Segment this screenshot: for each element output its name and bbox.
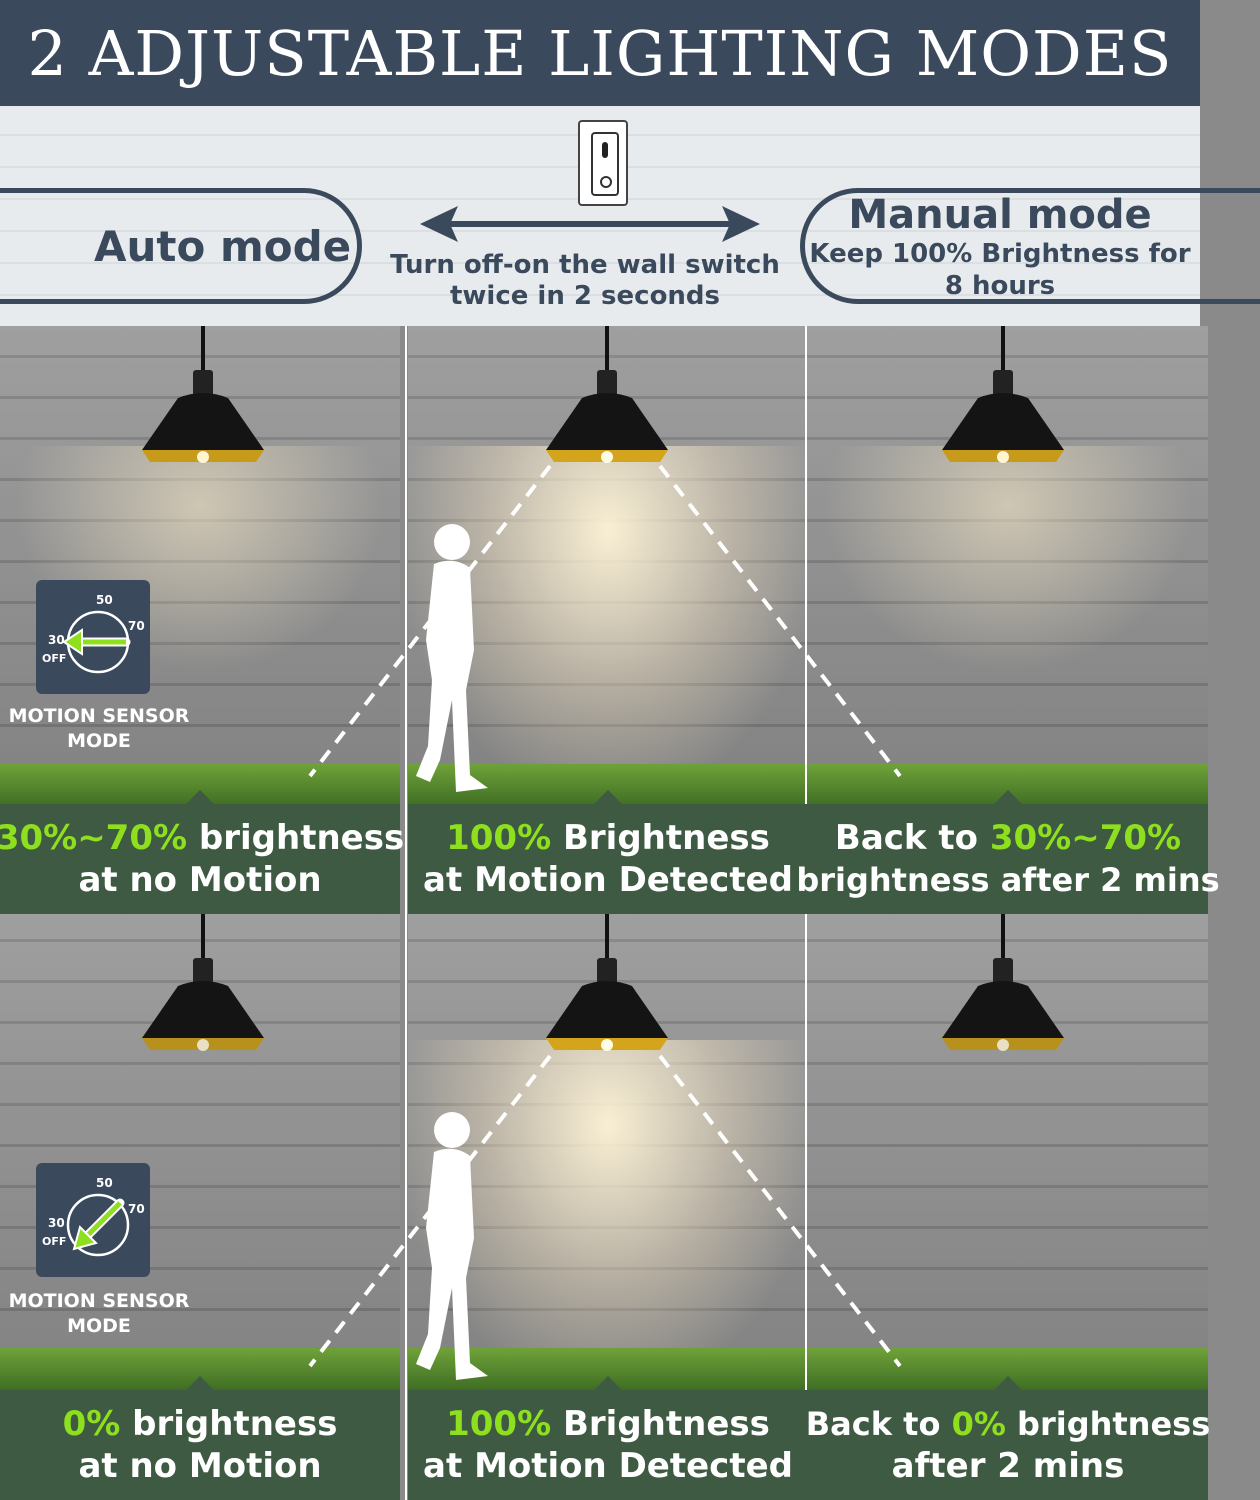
svg-text:OFF: OFF (42, 1235, 66, 1248)
barn-lamp-icon (546, 914, 668, 1051)
svg-text:70: 70 (128, 1202, 145, 1216)
caption-motion-top: 100% Brightness at Motion Detected (408, 790, 808, 914)
person-silhouette-icon (416, 524, 488, 792)
barn-lamp-icon (942, 326, 1064, 463)
switch-hint: Turn off-on the wall switch twice in 2 s… (390, 250, 780, 311)
caption-auto-idle-top: 30%~70% brightness at no Motion (0, 790, 404, 914)
svg-text:50: 50 (96, 593, 113, 607)
sensor-dial-bottom: 50 70 30 OFF (36, 1163, 150, 1277)
caption-motion-bottom: 100% Brightness at Motion Detected (408, 1376, 808, 1500)
barn-lamp-icon (546, 326, 668, 463)
caption-return-top: Back to 30%~70% brightness after 2 mins (796, 790, 1220, 914)
auto-mode-pill (0, 188, 362, 304)
manual-mode-pill (800, 188, 1260, 304)
title-bar: 2 ADJUSTABLE LIGHTING MODES (0, 0, 1200, 106)
auto-mode-label: Auto mode (94, 222, 352, 271)
person-silhouette-icon (416, 1112, 488, 1380)
sensor-dial-top: 50 70 30 OFF (36, 580, 150, 694)
svg-text:50: 50 (96, 1176, 113, 1190)
svg-text:OFF: OFF (42, 652, 66, 665)
svg-text:70: 70 (128, 619, 145, 633)
double-arrow-icon (420, 206, 760, 242)
manual-mode-title: Manual mode (848, 192, 1152, 238)
barn-lamp-icon (942, 914, 1064, 1051)
dial-icon: 50 70 30 OFF (42, 593, 145, 674)
wall-switch-icon (578, 120, 628, 206)
svg-text:30: 30 (48, 633, 65, 647)
barn-lamp-icon (142, 914, 264, 1051)
manual-mode-description: Keep 100% Brightness for 8 hours (809, 239, 1191, 301)
svg-text:30: 30 (48, 1216, 65, 1230)
caption-auto-idle-bottom: 0% brightness at no Motion (0, 1376, 400, 1500)
page-title: 2 ADJUSTABLE LIGHTING MODES (27, 16, 1173, 90)
column-divider (405, 326, 407, 1500)
dial-icon: 50 70 30 OFF (42, 1176, 145, 1257)
barn-lamp-icon (142, 326, 264, 463)
caption-return-bottom: Back to 0% brightness after 2 mins (806, 1376, 1210, 1500)
panel-auto-idle-top (0, 326, 400, 806)
